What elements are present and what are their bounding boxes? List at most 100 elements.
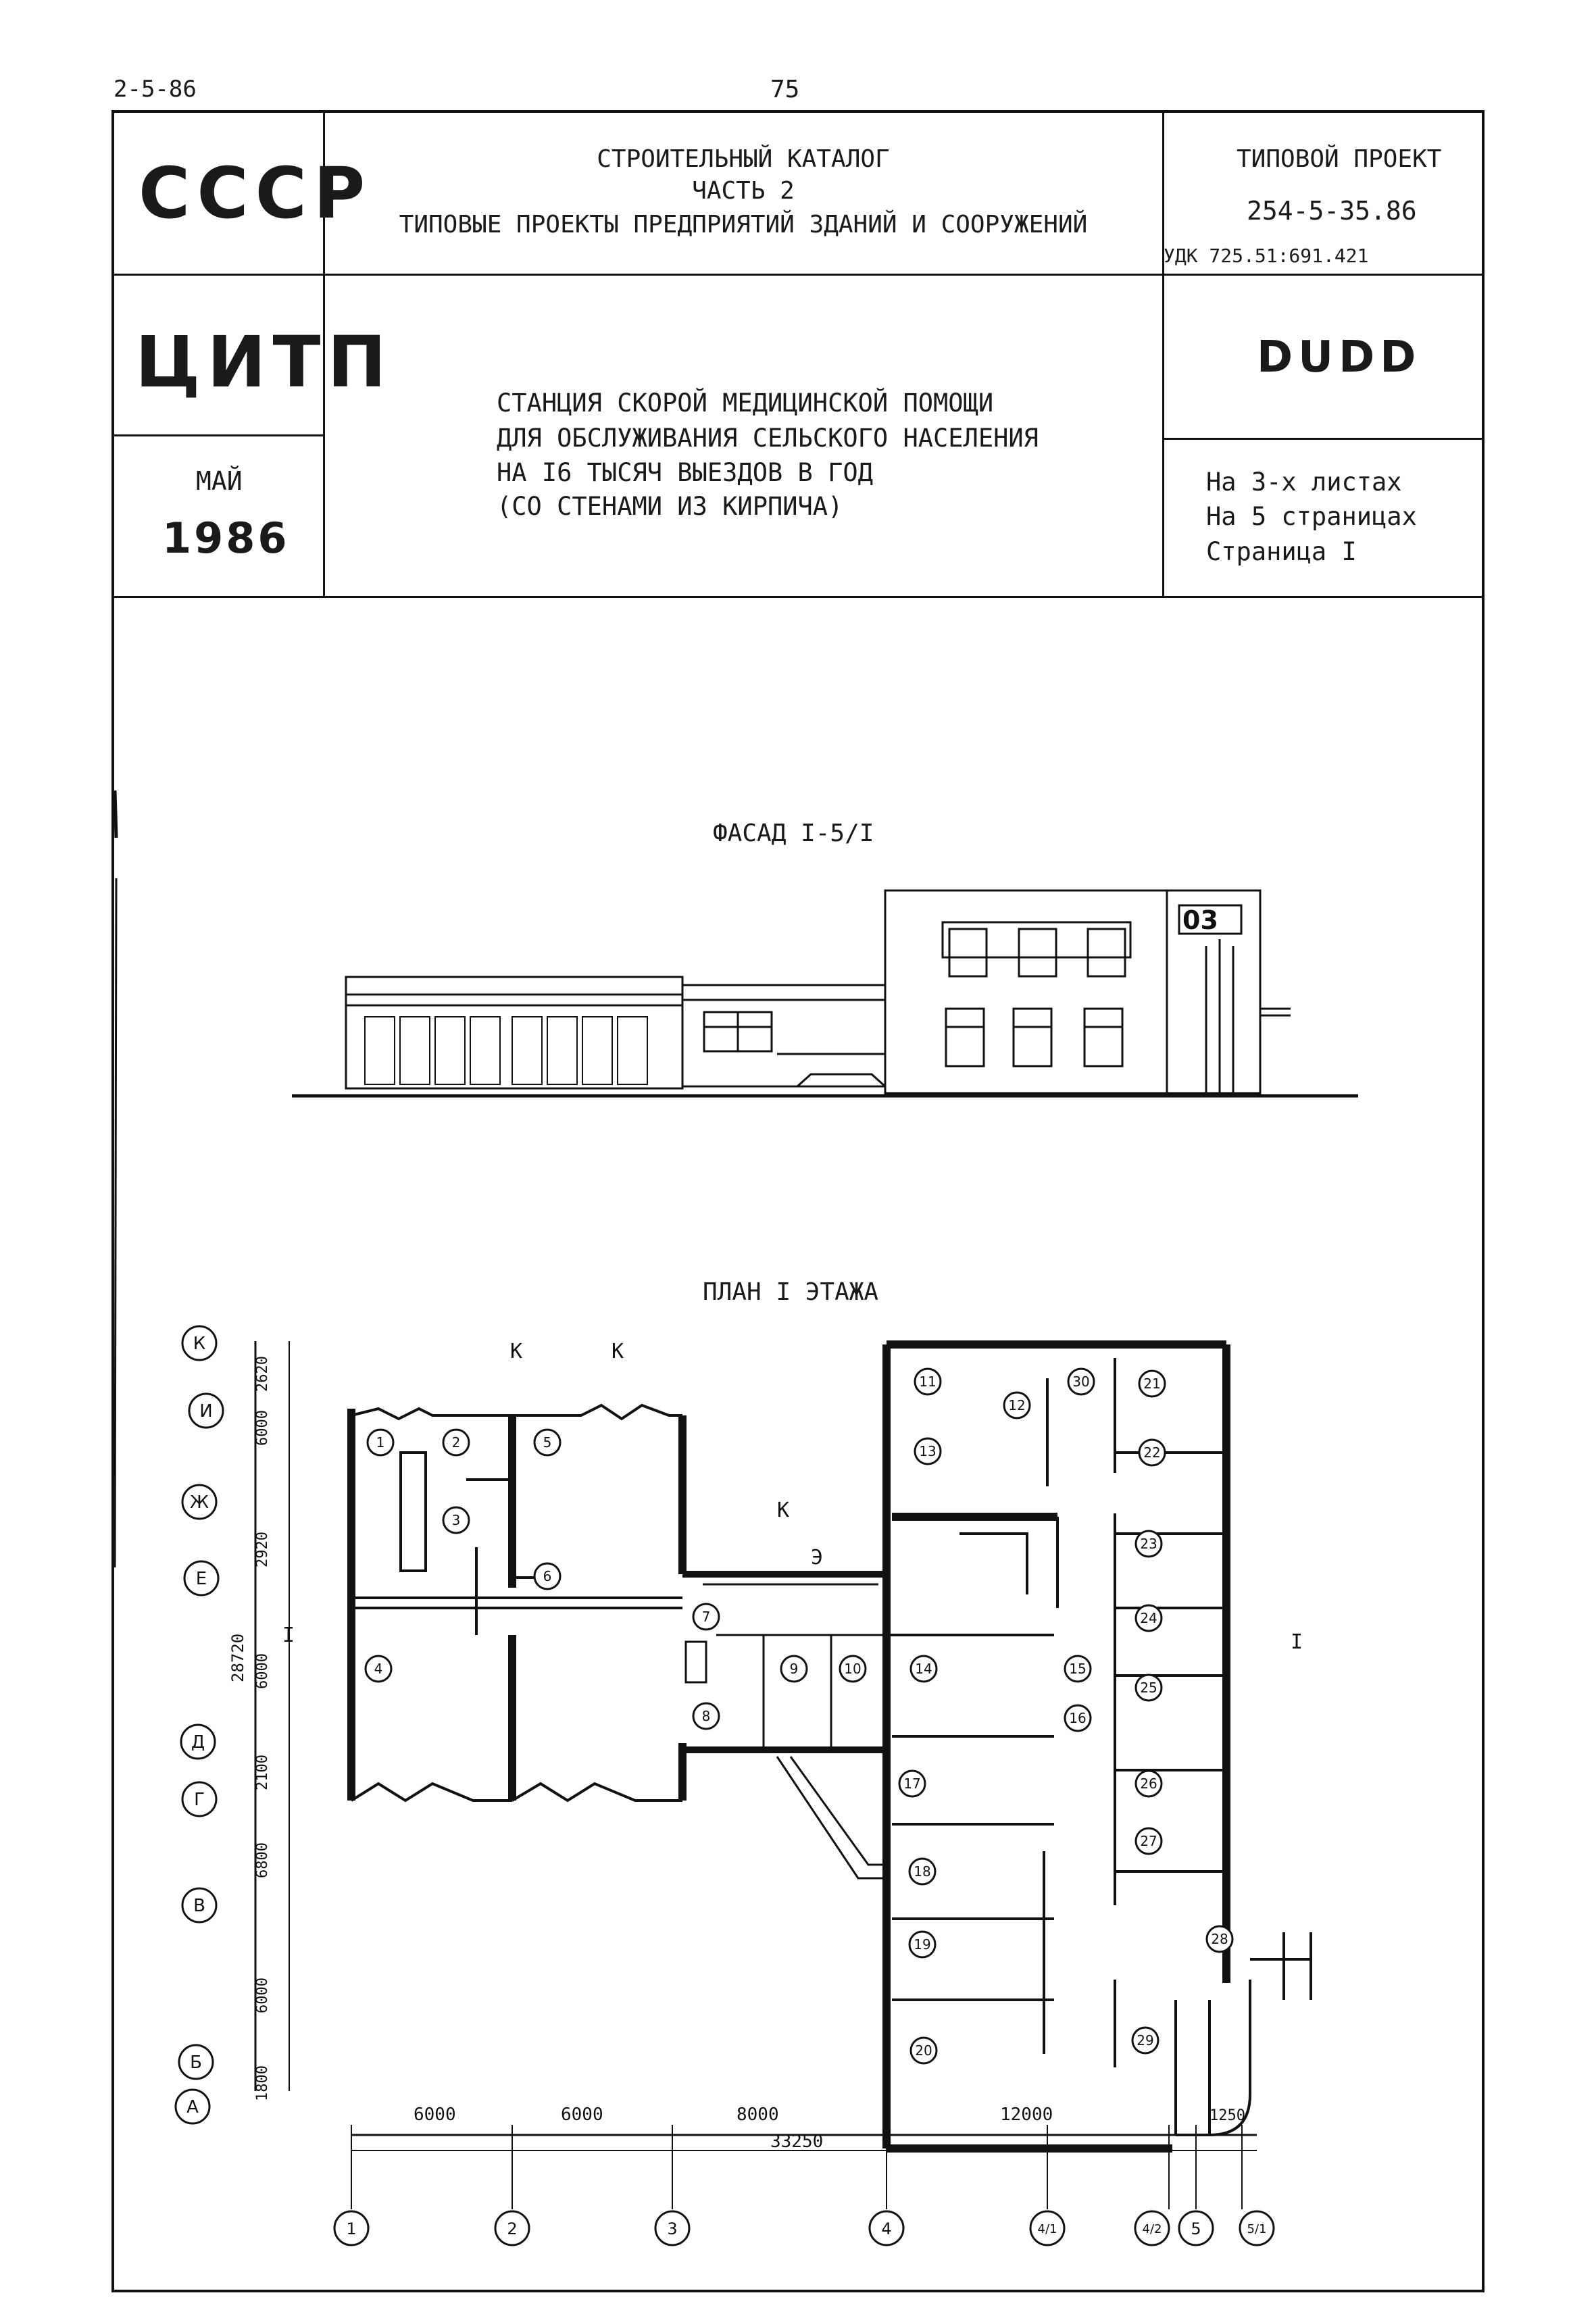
row-dimension: 6000	[254, 1410, 271, 1446]
udk-code: УДК 725.51:691.421	[1164, 245, 1369, 267]
facade-drawing	[292, 889, 1358, 1098]
room-number: 3	[442, 1506, 470, 1534]
svg-text:21: 21	[1143, 1376, 1160, 1392]
country-mark: СССР	[139, 152, 372, 234]
row-dimension: 6800	[254, 1842, 271, 1878]
row-dimension: 6000	[254, 1653, 271, 1689]
svg-text:1: 1	[376, 1434, 385, 1451]
svg-text:А: А	[186, 2097, 199, 2117]
issue-year: 1986	[162, 513, 290, 563]
room-number: 16	[1064, 1704, 1092, 1732]
section-mark: I	[282, 1624, 295, 1647]
svg-text:Д: Д	[191, 1732, 205, 1753]
entrance-mark: К	[510, 1340, 522, 1363]
row-dimension: 2100	[254, 1755, 271, 1790]
issue-month: МАЙ	[196, 466, 243, 496]
svg-text:15: 15	[1069, 1661, 1086, 1677]
document-code: 2-5-86	[114, 76, 197, 103]
svg-text:3: 3	[667, 2219, 677, 2238]
row-dimension: 2920	[254, 1532, 271, 1567]
column-axis-bubble: 2	[494, 2210, 530, 2246]
svg-text:26: 26	[1140, 1776, 1157, 1792]
row-axis-bubble: Д	[180, 1724, 216, 1760]
floor-plan	[254, 1340, 1312, 2209]
svg-text:И: И	[199, 1401, 212, 1422]
room-number: 8	[692, 1702, 720, 1730]
current-page: Страница I	[1206, 537, 1357, 566]
column-axis-bubble: 3	[654, 2210, 691, 2246]
project-code: DUDD	[1257, 332, 1422, 382]
column-dimension: 12000	[1000, 2105, 1053, 2125]
row-axis-bubble: И	[188, 1392, 224, 1429]
svg-text:К: К	[193, 1334, 205, 1354]
title-block-frame	[111, 110, 1485, 2292]
column-axis-bubble: 5	[1178, 2210, 1214, 2246]
exit-mark: Э	[811, 1546, 823, 1569]
grid-line	[111, 596, 1485, 598]
room-number: 23	[1134, 1530, 1163, 1558]
room-number: 20	[909, 2036, 938, 2065]
catalog-title: СТРОИТЕЛЬНЫЙ КАТАЛОГ	[597, 145, 890, 173]
catalog-subtitle: ТИПОВЫЕ ПРОЕКТЫ ПРЕДПРИЯТИЙ ЗДАНИЙ И СОО…	[399, 211, 1088, 238]
svg-text:6: 6	[543, 1568, 552, 1584]
svg-text:Ж: Ж	[190, 1492, 209, 1513]
project-title-line: ДЛЯ ОБСЛУЖИВАНИЯ СЕЛЬСКОГО НАСЕЛЕНИЯ	[497, 424, 1039, 453]
svg-text:18: 18	[914, 1863, 930, 1880]
grid-line	[111, 434, 325, 436]
room-number: 30	[1067, 1367, 1095, 1396]
row-dimension: 1800	[254, 2065, 271, 2101]
svg-text:12: 12	[1008, 1397, 1025, 1413]
row-axis-bubble: Г	[181, 1781, 218, 1817]
room-number: 13	[914, 1437, 942, 1465]
entrance-mark: К	[612, 1340, 624, 1363]
svg-text:Г: Г	[194, 1790, 205, 1810]
project-title-line: НА I6 ТЫСЯЧ ВЫЕЗДОВ В ГОД	[497, 458, 873, 487]
row-axis-bubble: Б	[178, 2044, 214, 2080]
room-number: 26	[1134, 1769, 1163, 1798]
svg-text:3: 3	[452, 1512, 461, 1528]
row-axis-bubble: В	[181, 1887, 218, 1923]
room-number: 2	[442, 1428, 470, 1457]
organization-mark: ЦИТП	[135, 321, 393, 403]
sheet-count: На 3-х листах	[1206, 468, 1402, 497]
grid-line	[1162, 110, 1164, 597]
svg-text:4: 4	[881, 2219, 891, 2238]
room-number: 24	[1134, 1604, 1163, 1632]
svg-text:4/1: 4/1	[1038, 2222, 1057, 2236]
room-number: 12	[1003, 1391, 1031, 1419]
svg-text:1: 1	[346, 2219, 356, 2238]
project-label: ТИПОВОЙ ПРОЕКТ	[1237, 145, 1442, 173]
room-number: 10	[839, 1655, 867, 1683]
svg-text:Е: Е	[196, 1569, 207, 1589]
svg-text:20: 20	[915, 2042, 932, 2059]
svg-text:28: 28	[1211, 1931, 1228, 1947]
svg-text:17: 17	[903, 1776, 920, 1792]
svg-text:В: В	[193, 1896, 205, 1916]
room-number: 29	[1131, 2026, 1159, 2055]
svg-text:14: 14	[915, 1661, 932, 1677]
column-axis-bubble: 5/1	[1239, 2210, 1275, 2246]
room-number: 19	[908, 1930, 937, 1959]
svg-text:5: 5	[1191, 2219, 1201, 2238]
svg-text:Б: Б	[190, 2053, 202, 2073]
grid-line	[1164, 438, 1485, 440]
svg-text:24: 24	[1140, 1610, 1157, 1626]
svg-text:9: 9	[790, 1661, 799, 1677]
column-dimension: 6000	[561, 2105, 603, 2125]
room-number: 5	[533, 1428, 562, 1457]
svg-text:30: 30	[1072, 1374, 1089, 1390]
room-number: 28	[1205, 1925, 1234, 1953]
svg-text:4: 4	[374, 1661, 383, 1677]
svg-text:13: 13	[919, 1443, 936, 1459]
column-axis-bubble: 4/2	[1134, 2210, 1170, 2246]
room-number: 4	[364, 1655, 393, 1683]
project-title-line: СТАНЦИЯ СКОРОЙ МЕДИЦИНСКОЙ ПОМОЩИ	[497, 388, 994, 418]
room-number: 6	[533, 1562, 562, 1590]
column-dimension: 1250	[1210, 2107, 1245, 2124]
room-number: 21	[1138, 1369, 1166, 1398]
svg-text:2: 2	[452, 1434, 461, 1451]
svg-text:16: 16	[1069, 1710, 1086, 1726]
svg-text:8: 8	[702, 1708, 711, 1724]
svg-text:19: 19	[914, 1936, 930, 1953]
